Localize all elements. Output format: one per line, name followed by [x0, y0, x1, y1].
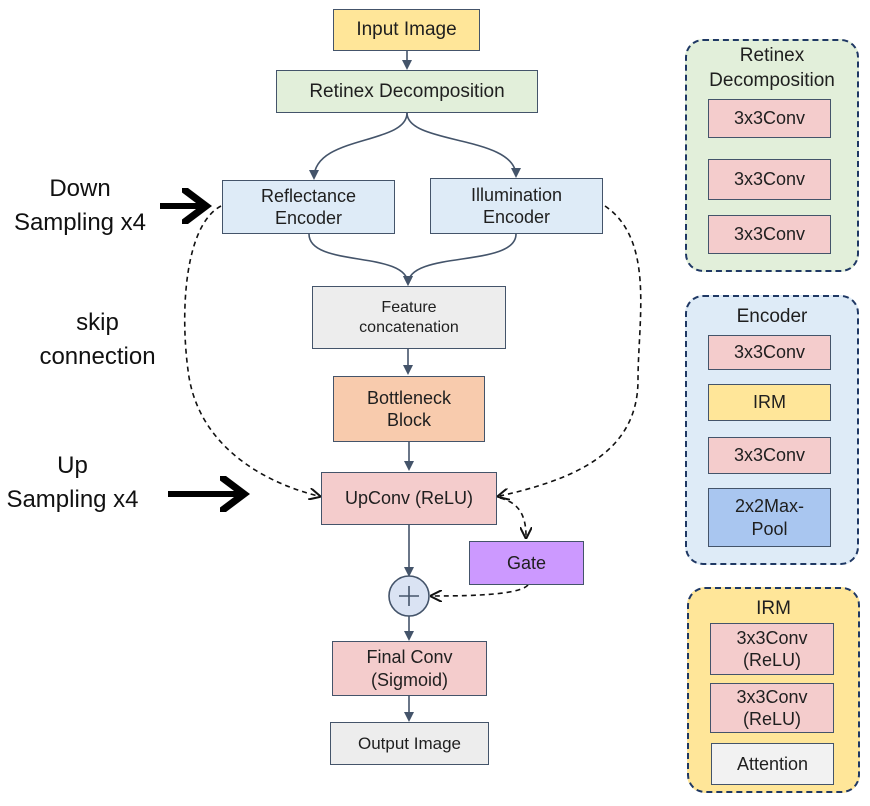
plus-sign — [399, 586, 419, 606]
gate-to-adder-dashed — [433, 584, 529, 596]
retinex-panel-block: 3x3Conv — [708, 215, 831, 254]
illumination-encoder-box: Illumination Encoder — [430, 178, 603, 234]
skip-connection-right — [500, 205, 642, 496]
encoder-panel-block: 2x2Max- Pool — [708, 488, 831, 547]
arrow-retinex-to-illumination — [406, 112, 521, 178]
feature-concatenation-box: Feature concatenation — [312, 286, 506, 349]
encoder-panel-title: Encoder — [736, 306, 808, 327]
skip-connection-label: skip connection — [39, 309, 156, 370]
skip-connection-left — [183, 205, 318, 496]
up-sampling-label: Up Sampling x4 — [6, 452, 139, 513]
retinex-panel-block: 3x3Conv — [708, 99, 831, 138]
bottleneck-block-box: Bottleneck Block — [333, 376, 485, 442]
output-image-box: Output Image — [330, 722, 489, 765]
encoder-panel-block: 3x3Conv — [708, 335, 831, 370]
upconv-box: UpConv (ReLU) — [321, 472, 497, 525]
down-sampling-label: Down Sampling x4 — [13, 175, 147, 236]
arrow-reflectance-to-concat — [308, 233, 413, 286]
reflectance-encoder-box: Reflectance Encoder — [222, 180, 395, 234]
encoder-panel-block: IRM — [708, 384, 831, 421]
input-image-box: Input Image — [333, 9, 480, 51]
upconv-to-gate-dashed — [499, 497, 526, 536]
irm-panel-block: 3x3Conv (ReLU) — [710, 623, 834, 675]
arrow-illumination-to-concat — [403, 233, 517, 286]
retinex-decomposition-box: Retinex Decomposition — [276, 70, 538, 113]
retinex-panel-title: Retinex Decomposition — [709, 45, 835, 91]
adder-node — [388, 575, 430, 617]
irm-panel-block: 3x3Conv (ReLU) — [710, 683, 834, 733]
arrow-retinex-to-reflectance — [309, 112, 408, 180]
gate-box: Gate — [469, 541, 584, 585]
irm-panel-title: IRM — [756, 598, 791, 619]
final-conv-box: Final Conv (Sigmoid) — [332, 641, 487, 696]
irm-panel-block: Attention — [711, 743, 834, 785]
encoder-panel-block: 3x3Conv — [708, 437, 831, 474]
retinex-panel-block: 3x3Conv — [708, 159, 831, 200]
